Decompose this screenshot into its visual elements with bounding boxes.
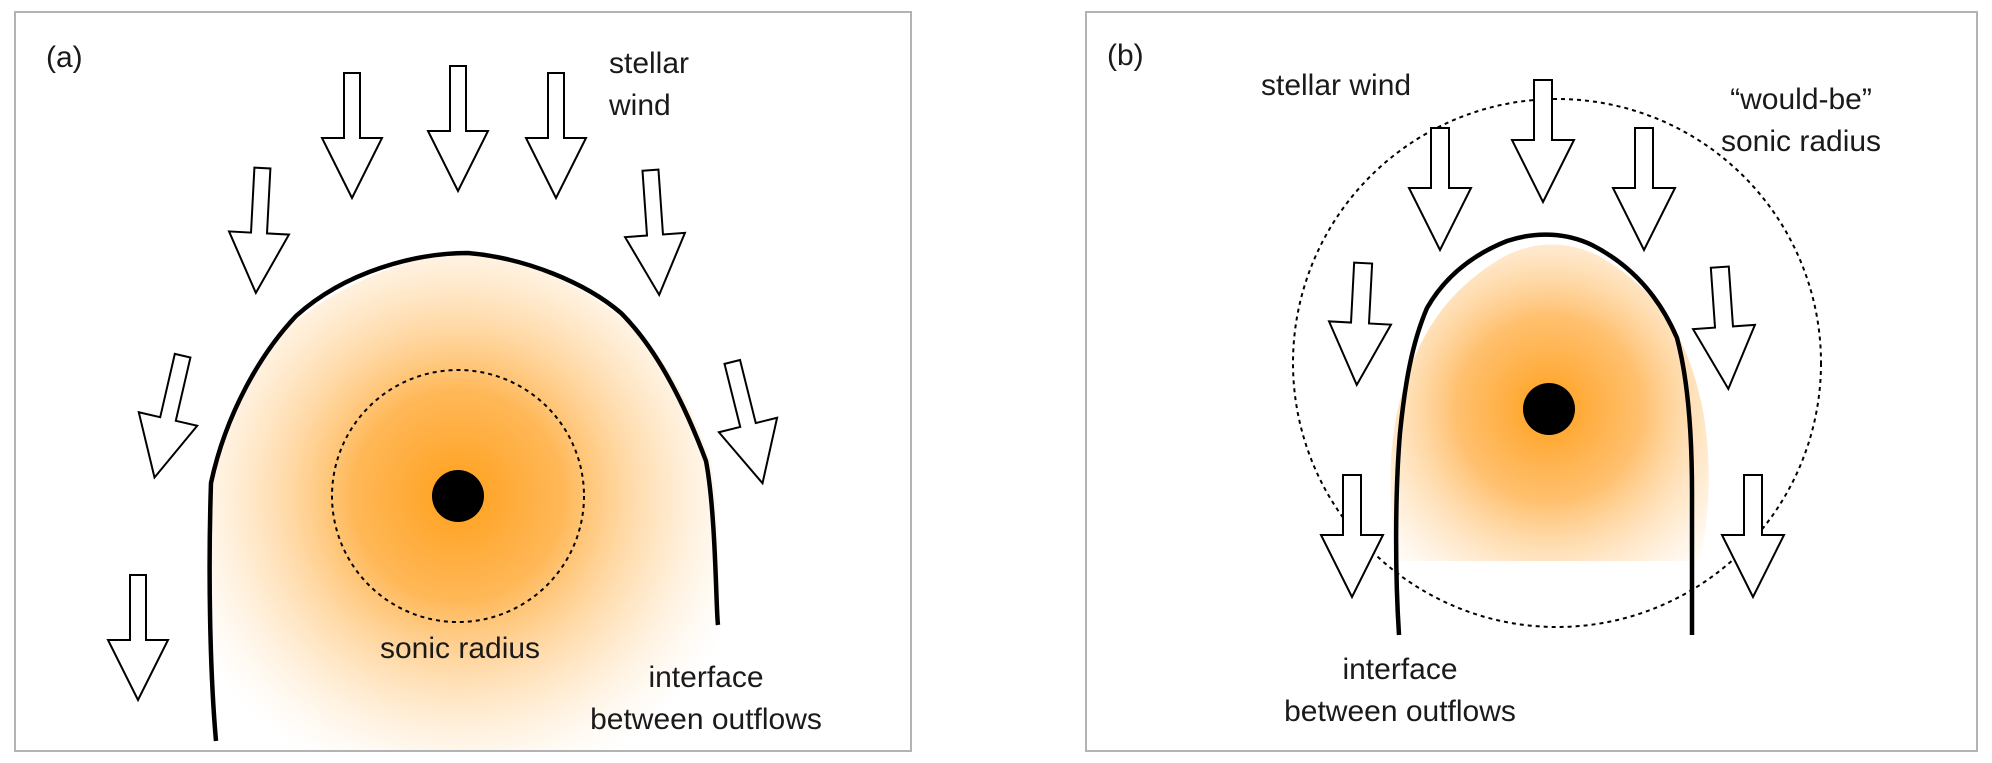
wind-arrow bbox=[107, 574, 169, 701]
wind-arrow bbox=[1320, 474, 1384, 598]
stellar-wind-label-line2: wind bbox=[609, 89, 671, 122]
panel-b-diagram bbox=[1292, 79, 1822, 636]
would-be-sonic-radius-circle bbox=[1292, 98, 1822, 628]
interface-curve bbox=[1393, 232, 1695, 636]
wind-arrow bbox=[1687, 263, 1761, 393]
wind-arrow bbox=[525, 72, 587, 199]
wind-arrow bbox=[224, 165, 294, 296]
star bbox=[432, 470, 484, 522]
would-be-label-line1: “would-be” bbox=[1730, 83, 1872, 116]
wind-arrow bbox=[1721, 474, 1785, 598]
would-be-label-line2: sonic radius bbox=[1720, 125, 1882, 158]
interface-label-line1: interface bbox=[648, 661, 764, 694]
interface-label-line2: between outflows bbox=[590, 703, 822, 736]
interface-label-line2: between outflows bbox=[1284, 695, 1516, 728]
wind-arrow bbox=[124, 347, 213, 486]
panel-label: (b) bbox=[1107, 39, 1144, 72]
wind-arrow bbox=[1612, 127, 1676, 251]
stellar-wind-label-line1: stellar bbox=[609, 47, 690, 80]
star bbox=[1523, 383, 1575, 435]
panel-a: (a) stellar wind sonic radius interface … bbox=[14, 11, 912, 752]
sonic-radius-label: sonic radius bbox=[379, 632, 541, 665]
wind-arrow bbox=[1408, 127, 1472, 251]
wind-arrow bbox=[702, 353, 793, 492]
interface-label-line1: interface bbox=[1342, 653, 1458, 686]
wind-arrow bbox=[619, 167, 691, 298]
wind-arrow bbox=[427, 65, 489, 192]
wind-arrow bbox=[321, 72, 383, 199]
panel-a-diagram bbox=[107, 65, 793, 750]
panel-b: (b) stellar wind “would-be” sonic radius… bbox=[1085, 11, 1978, 752]
panel-label: (a) bbox=[46, 41, 83, 74]
sonic-radius-circle bbox=[331, 369, 585, 623]
stellar-wind-label: stellar wind bbox=[1261, 69, 1412, 102]
interface-curve bbox=[207, 250, 721, 742]
wind-arrow bbox=[1324, 260, 1396, 388]
